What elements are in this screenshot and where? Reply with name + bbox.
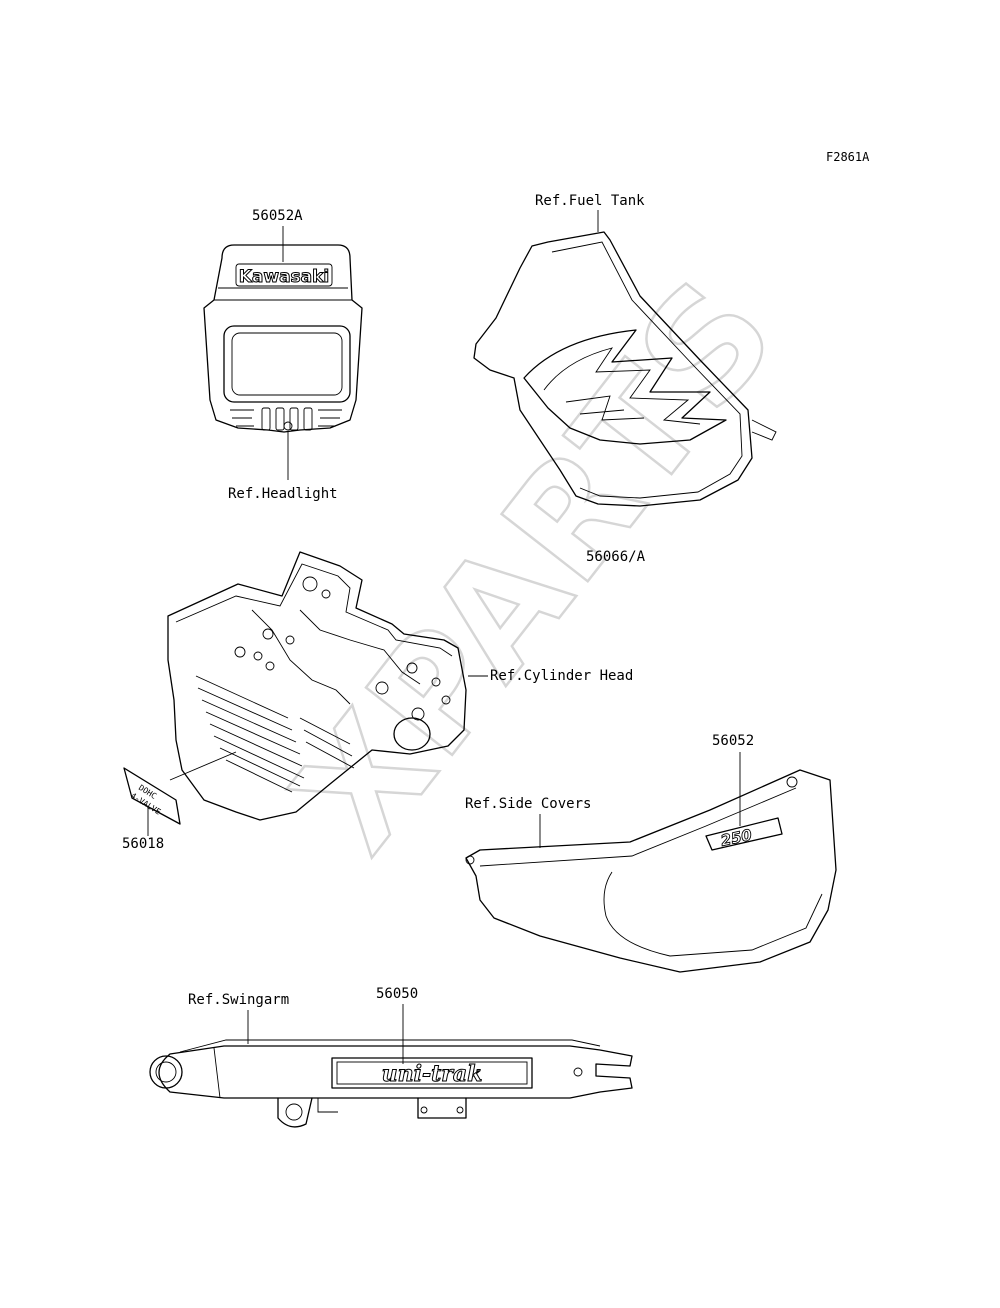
swingarm-top-edge [179, 1039, 601, 1099]
swingarm-axle-hole [573, 1067, 583, 1077]
dohc-part-number[interactable]: 56018 [122, 836, 164, 852]
side-cover-outline [465, 769, 837, 973]
fuel-tank-part-number[interactable]: 56066/A [586, 549, 646, 565]
uni-trak-decal-inner-border [336, 1061, 528, 1085]
cylinder-head-bolt-holes [234, 576, 451, 721]
fuel-tank-reference[interactable]: Ref.Fuel Tank [535, 193, 645, 209]
swingarm-bracket-right [417, 1097, 467, 1119]
headlight-assembly: 56052A Kawasaki Ref.Headlight [203, 208, 363, 502]
uni-trak-decal-text: uni-trak [382, 1061, 483, 1087]
250-decal-text: 250 [719, 826, 753, 850]
cylinder-head-top-deck [175, 563, 453, 705]
swingarm-bracket-right-hole-a [420, 1106, 428, 1114]
cylinder-head-exhaust-port [393, 717, 431, 751]
cylinder-head-reference[interactable]: Ref.Cylinder Head [490, 668, 633, 684]
dohc-decal-leader [169, 751, 237, 781]
swingarm-outline [158, 1045, 633, 1099]
swingarm-bracket-right-hole-b [456, 1106, 464, 1114]
fuel-tank-outline [473, 231, 753, 507]
fuel-tank-inner-edge [551, 241, 743, 499]
swingarm-pivot-inner [155, 1061, 177, 1083]
headlight-reference[interactable]: Ref.Headlight [228, 486, 338, 502]
fuel-tank-flame-graphic[interactable] [523, 329, 727, 445]
kawasaki-decal[interactable]: Kawasaki [235, 263, 333, 288]
250-decal-outline [705, 817, 783, 851]
swingarm-bracket-hole [285, 1103, 303, 1121]
uni-trak-decal-border [331, 1057, 533, 1089]
headlight-grille [230, 407, 342, 431]
headlight-mount-hole [283, 421, 293, 431]
swingarm-bracket-mid [317, 1098, 338, 1113]
kawasaki-decal-border [235, 263, 333, 287]
dohc-4-valve-decal[interactable]: DOHC 4-VALVE [123, 767, 181, 825]
headlight-visor-band [214, 287, 352, 301]
headlight-lens-inner [231, 332, 343, 396]
figure-code: F2861A [826, 150, 870, 164]
side-cover-inner-edge [479, 787, 823, 957]
cylinder-head-fins [195, 675, 355, 793]
side-cover-assembly: 56052 Ref.Side Covers 250 [465, 733, 837, 973]
watermark: XPARTS [261, 246, 811, 882]
dohc-decal-outline [123, 767, 181, 825]
kawasaki-decal-text: Kawasaki [239, 267, 330, 287]
fuel-tank-assembly: Ref.Fuel Tank 56066/A [473, 193, 777, 565]
headlight-lens-outer [223, 325, 351, 403]
side-cover-mount-hole-front [465, 855, 475, 865]
fuel-tank-petcock [751, 419, 777, 441]
swingarm-assembly: Ref.Swingarm 56050 uni-trak [149, 986, 633, 1128]
side-cover-reference[interactable]: Ref.Side Covers [465, 796, 591, 812]
swingarm-part-number[interactable]: 56050 [376, 986, 418, 1002]
250-decal[interactable]: 250 [705, 817, 783, 851]
side-cover-part-number[interactable]: 56052 [712, 733, 754, 749]
swingarm-pivot-outer [149, 1055, 183, 1089]
side-cover-mount-hole-rear [786, 776, 798, 788]
swingarm-bracket-left [277, 1097, 313, 1128]
uni-trak-decal[interactable]: uni-trak [331, 1057, 533, 1089]
swingarm-reference[interactable]: Ref.Swingarm [188, 992, 289, 1008]
cylinder-head-outline [167, 551, 467, 821]
headlight-part-number[interactable]: 56052A [252, 208, 303, 224]
